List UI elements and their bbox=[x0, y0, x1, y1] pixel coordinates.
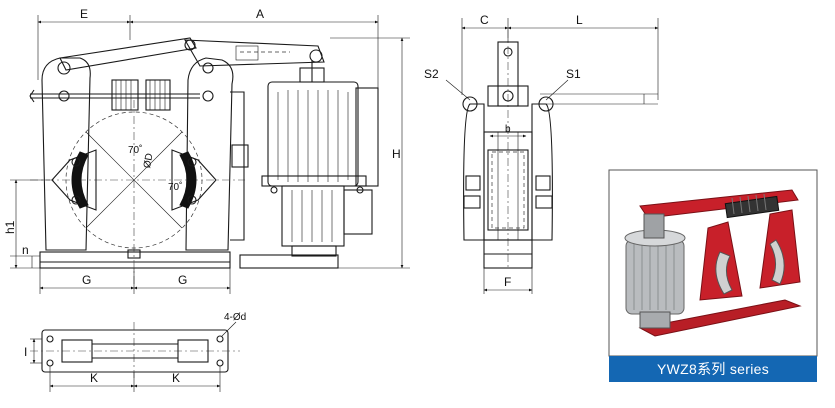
dim-label-h1: h1 bbox=[3, 220, 17, 234]
dim-label-l: L bbox=[576, 13, 583, 27]
dim-label-g-right: G bbox=[178, 273, 187, 287]
dim-label-s2: S2 bbox=[424, 67, 439, 81]
thruster bbox=[261, 60, 379, 257]
dim-label-k-left: K bbox=[90, 371, 98, 385]
dim-label-a: A bbox=[256, 7, 264, 21]
bolt-holes-label: 4-Ød bbox=[224, 312, 246, 323]
dim-label-g-left: G bbox=[82, 273, 91, 287]
dim-label-c: C bbox=[480, 13, 489, 27]
angle-label-right: 70˚ bbox=[168, 181, 182, 193]
dim-label-f: F bbox=[504, 275, 511, 289]
dim-label-e: E bbox=[80, 7, 88, 21]
dim-label-n: n bbox=[22, 243, 29, 257]
spring-coil bbox=[111, 79, 171, 111]
base-plan-view: 4-Ød I K K bbox=[24, 312, 246, 392]
front-view: E A H bbox=[3, 7, 410, 294]
dim-label-s1: S1 bbox=[566, 67, 581, 81]
product-caption: YWZ8系列 series bbox=[609, 356, 817, 382]
dim-label-h: H bbox=[392, 147, 401, 161]
dim-label-i: I bbox=[24, 345, 27, 359]
side-view: C L b S2 S1 bbox=[424, 13, 659, 294]
dim-label-k-right: K bbox=[172, 371, 180, 385]
angle-label-top: 70˚ bbox=[128, 144, 142, 156]
diameter-label: ØD bbox=[142, 152, 155, 169]
product-photo bbox=[608, 169, 818, 357]
dim-label-b: b bbox=[505, 124, 511, 135]
